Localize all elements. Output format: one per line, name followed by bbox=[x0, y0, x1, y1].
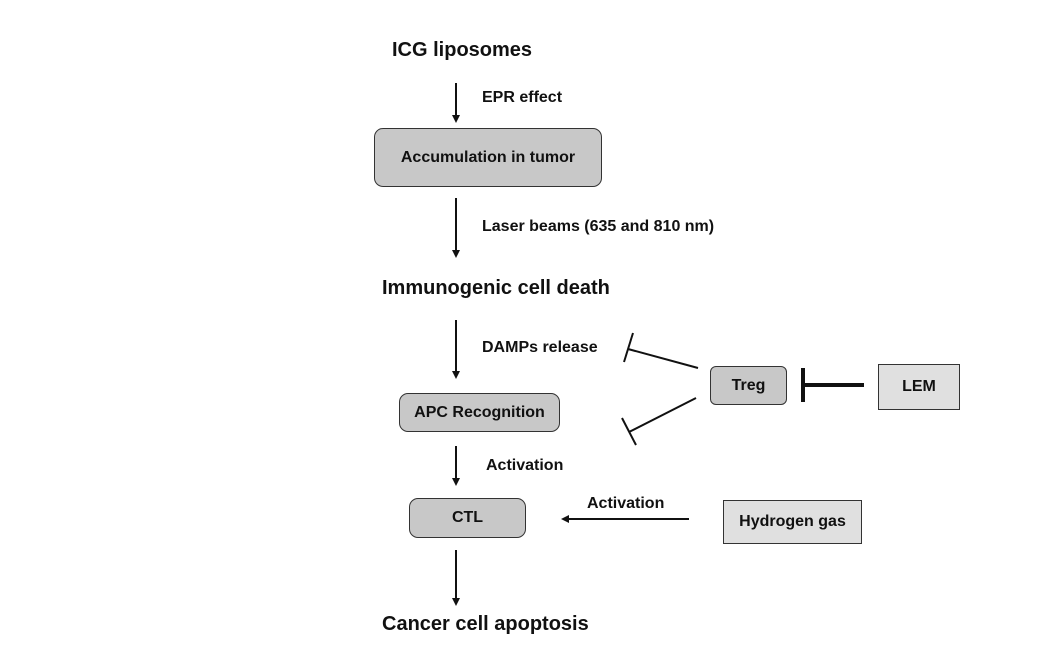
node-immunogenic-cell-death: Immunogenic cell death bbox=[382, 277, 610, 299]
edge-label-epr-effect: EPR effect bbox=[482, 89, 563, 106]
node-accumulation-label: Accumulation in tumor bbox=[400, 148, 576, 166]
inhibit-bar-apc bbox=[621, 417, 637, 446]
node-accumulation-in-tumor: Accumulation in tumor bbox=[374, 128, 602, 187]
node-hydrogen-gas: Hydrogen gas bbox=[723, 500, 862, 544]
node-hydrogen-label: Hydrogen gas bbox=[739, 513, 846, 530]
inhibit-treg-to-apc bbox=[628, 397, 697, 433]
node-treg-label: Treg bbox=[731, 376, 766, 394]
edge-label-activation-apc-ctl: Activation bbox=[486, 457, 564, 474]
node-ctl: CTL bbox=[409, 498, 526, 538]
node-lem-label: LEM bbox=[902, 378, 936, 395]
node-lem: LEM bbox=[878, 364, 960, 410]
edge-label-activation-hydrogen-ctl: Activation bbox=[587, 495, 665, 512]
node-treg: Treg bbox=[710, 366, 787, 405]
inhibit-treg-to-damps bbox=[627, 348, 699, 369]
node-apc-label: APC Recognition bbox=[414, 403, 545, 421]
node-cancer-cell-apoptosis: Cancer cell apoptosis bbox=[382, 613, 589, 635]
node-icg-liposomes: ICG liposomes bbox=[392, 39, 533, 61]
node-apc-recognition: APC Recognition bbox=[399, 393, 560, 432]
edge-label-damps-release: DAMPs release bbox=[482, 339, 598, 356]
inhibit-bar-damps bbox=[623, 332, 634, 363]
edge-label-laser-beams: Laser beams (635 and 810 nm) bbox=[482, 218, 715, 235]
node-ctl-label: CTL bbox=[451, 509, 484, 526]
